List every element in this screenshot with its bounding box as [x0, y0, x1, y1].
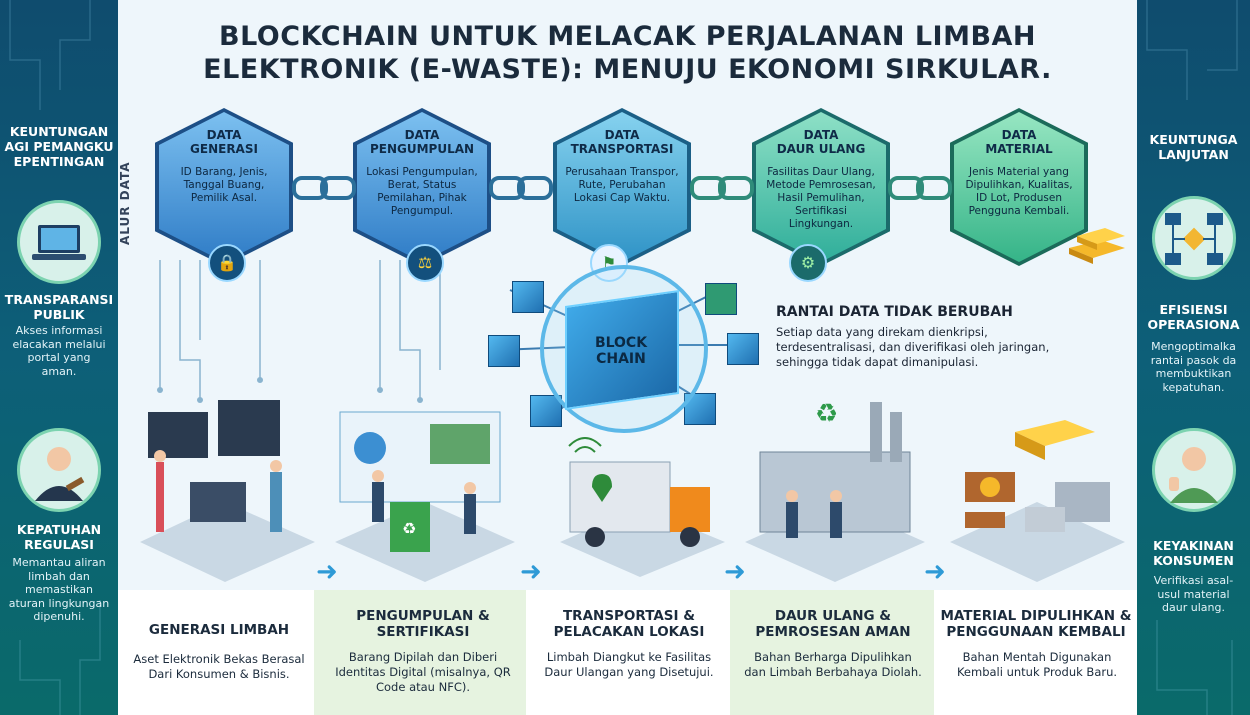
thumbs-up-icon — [1168, 447, 1218, 503]
gear-leaf-icon: ⚙ — [789, 244, 827, 282]
left-panel-heading: KEUNTUNGAN AGI PEMANGKU EPENTINGAN — [4, 124, 114, 169]
flow-arrow: ➜ — [724, 557, 746, 587]
right-panel-heading: KEUNTUNGA LANJUTAN — [1149, 132, 1238, 162]
network-node — [512, 281, 544, 313]
chain-link — [916, 176, 952, 200]
page-title: BLOCKCHAIN UNTUK MELACAK PERJALANAN LIMB… — [203, 21, 1052, 85]
circuit-pattern — [9, 0, 101, 715]
stage-panel — [730, 590, 934, 715]
flow-arrow: ➜ — [924, 557, 946, 587]
lock-icon: 🔒 — [208, 244, 246, 282]
chain-link — [489, 176, 525, 200]
right-benefits-panel: KEUNTUNGA LANJUTAN EFISIENSI OPERASIONA … — [1137, 0, 1250, 715]
gear-icon — [727, 333, 759, 365]
transport-truck-illustration — [560, 437, 725, 577]
stage-desc: Bahan Berharga Dipulihkan dan Limbah Ber… — [744, 650, 922, 679]
chain-link — [320, 176, 356, 200]
stage-title: DAUR ULANG & PEMROSESAN AMAN — [755, 608, 911, 640]
transparency-desc: Akses informasi elacakan melalui portal … — [12, 324, 106, 378]
gold-bars-icon — [1069, 228, 1125, 264]
compliance-desc: Memantau aliran limbah dan memastikan at… — [8, 556, 110, 623]
left-benefits-panel: KEUNTUNGAN AGI PEMANGKU EPENTINGAN TRANS… — [0, 0, 118, 715]
recovered-materials-illustration — [950, 420, 1125, 582]
efficiency-desc: Mengoptimalka rantai pasok da membuktika… — [1150, 340, 1237, 394]
network-node — [530, 395, 562, 427]
consumer-badge — [1151, 428, 1236, 512]
judge-icon — [35, 447, 85, 501]
collection-center-illustration: ♻ — [335, 411, 515, 582]
recycling-facility-illustration: ♻ — [745, 399, 925, 582]
confidence-title: KEYAKINAN KONSUMEN — [1153, 538, 1234, 568]
svg-text:♻: ♻ — [402, 519, 416, 538]
stage-title: MATERIAL DIPULIHKAN & PENGGUNAAN KEMBALI — [940, 608, 1132, 640]
stage-title: TRANSPORTASI & PELACAKAN LOKASI — [553, 608, 705, 640]
stage-panel — [526, 590, 730, 715]
circuit-pattern-right — [1146, 0, 1238, 715]
stage-desc: Limbah Diangkut ke Fasilitas Daur Ulanga… — [544, 650, 714, 679]
flow-arrow: ➜ — [316, 557, 338, 587]
stage-title: PENGUMPULAN & SERTIFIKASI — [356, 608, 490, 640]
efficiency-title: EFISIENSI OPERASIONA — [1147, 302, 1240, 332]
flow-arrow: ➜ — [520, 557, 542, 587]
chain-link — [718, 176, 754, 200]
stage-desc: Aset Elektronik Bekas Berasal Dari Konsu… — [133, 652, 305, 681]
laptop-badge — [17, 200, 101, 284]
judge-badge — [17, 428, 101, 512]
compliance-title: KEPATUHAN REGULASI — [16, 522, 102, 552]
chain-link — [690, 176, 726, 200]
network-node — [488, 335, 520, 367]
blockchain-label: BLOCK CHAIN — [594, 335, 648, 367]
immutable-chain-text: Setiap data yang direkam dienkripsi, ter… — [776, 325, 1050, 369]
consumer-devices-illustration — [140, 400, 315, 582]
immutable-chain-title: RANTAI DATA TIDAK BERUBAH — [776, 304, 1013, 320]
chain-link — [888, 176, 924, 200]
transparency-title: TRANSPARANSI PUBLIK — [4, 292, 114, 322]
svg-text:♻: ♻ — [815, 399, 838, 429]
scales-icon: ⚖ — [406, 244, 444, 282]
chain-link — [292, 176, 328, 200]
stage-desc: Bahan Mentah Digunakan Kembali untuk Pro… — [956, 650, 1118, 679]
shield-icon — [705, 283, 737, 315]
chain-link — [517, 176, 553, 200]
stage-desc: Barang Dipilah dan Diberi Identitas Digi… — [335, 650, 511, 694]
flowchart-badge — [1151, 196, 1236, 280]
flowchart-icon — [1164, 213, 1223, 265]
stage-panel — [934, 590, 1137, 715]
stage-title: GENERASI LIMBAH — [148, 622, 290, 638]
data-traces — [157, 260, 441, 403]
stage-panel — [314, 590, 526, 715]
laptop-icon — [32, 225, 86, 260]
confidence-desc: Verifikasi asal- usul material daur ulan… — [1153, 574, 1234, 614]
stage-panel — [118, 590, 314, 715]
data-flow-label: ALUR DATA — [118, 161, 132, 245]
